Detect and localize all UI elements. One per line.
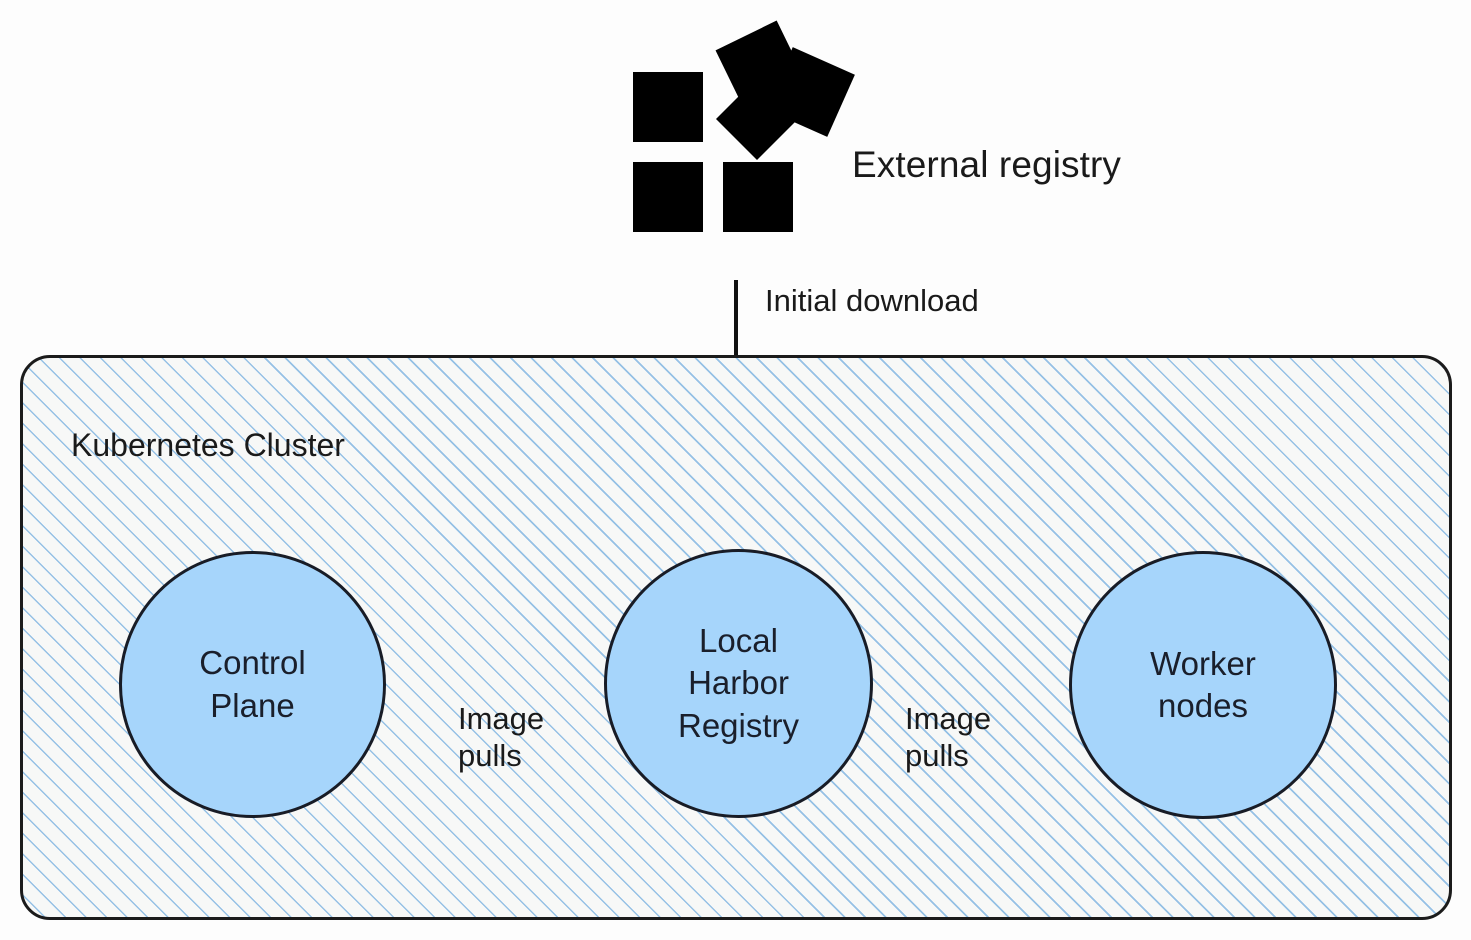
registry-square-bottom-mid [723,162,793,232]
node-local-harbor-registry[interactable]: Local Harbor Registry [604,549,873,818]
cluster-title: Kubernetes Cluster [71,427,345,463]
image-pulls-left-label: Image pulls [458,701,545,773]
registry-square-bottom-left [633,162,703,232]
initial-download-label: Initial download [765,283,979,318]
registry-square-top-left [633,72,703,142]
image-pulls-right-label: Image pulls [905,701,992,773]
external-registry-label: External registry [852,144,1122,185]
node-control-plane[interactable]: Control Plane [119,551,386,818]
node-worker-nodes[interactable]: Worker nodes [1069,551,1337,819]
